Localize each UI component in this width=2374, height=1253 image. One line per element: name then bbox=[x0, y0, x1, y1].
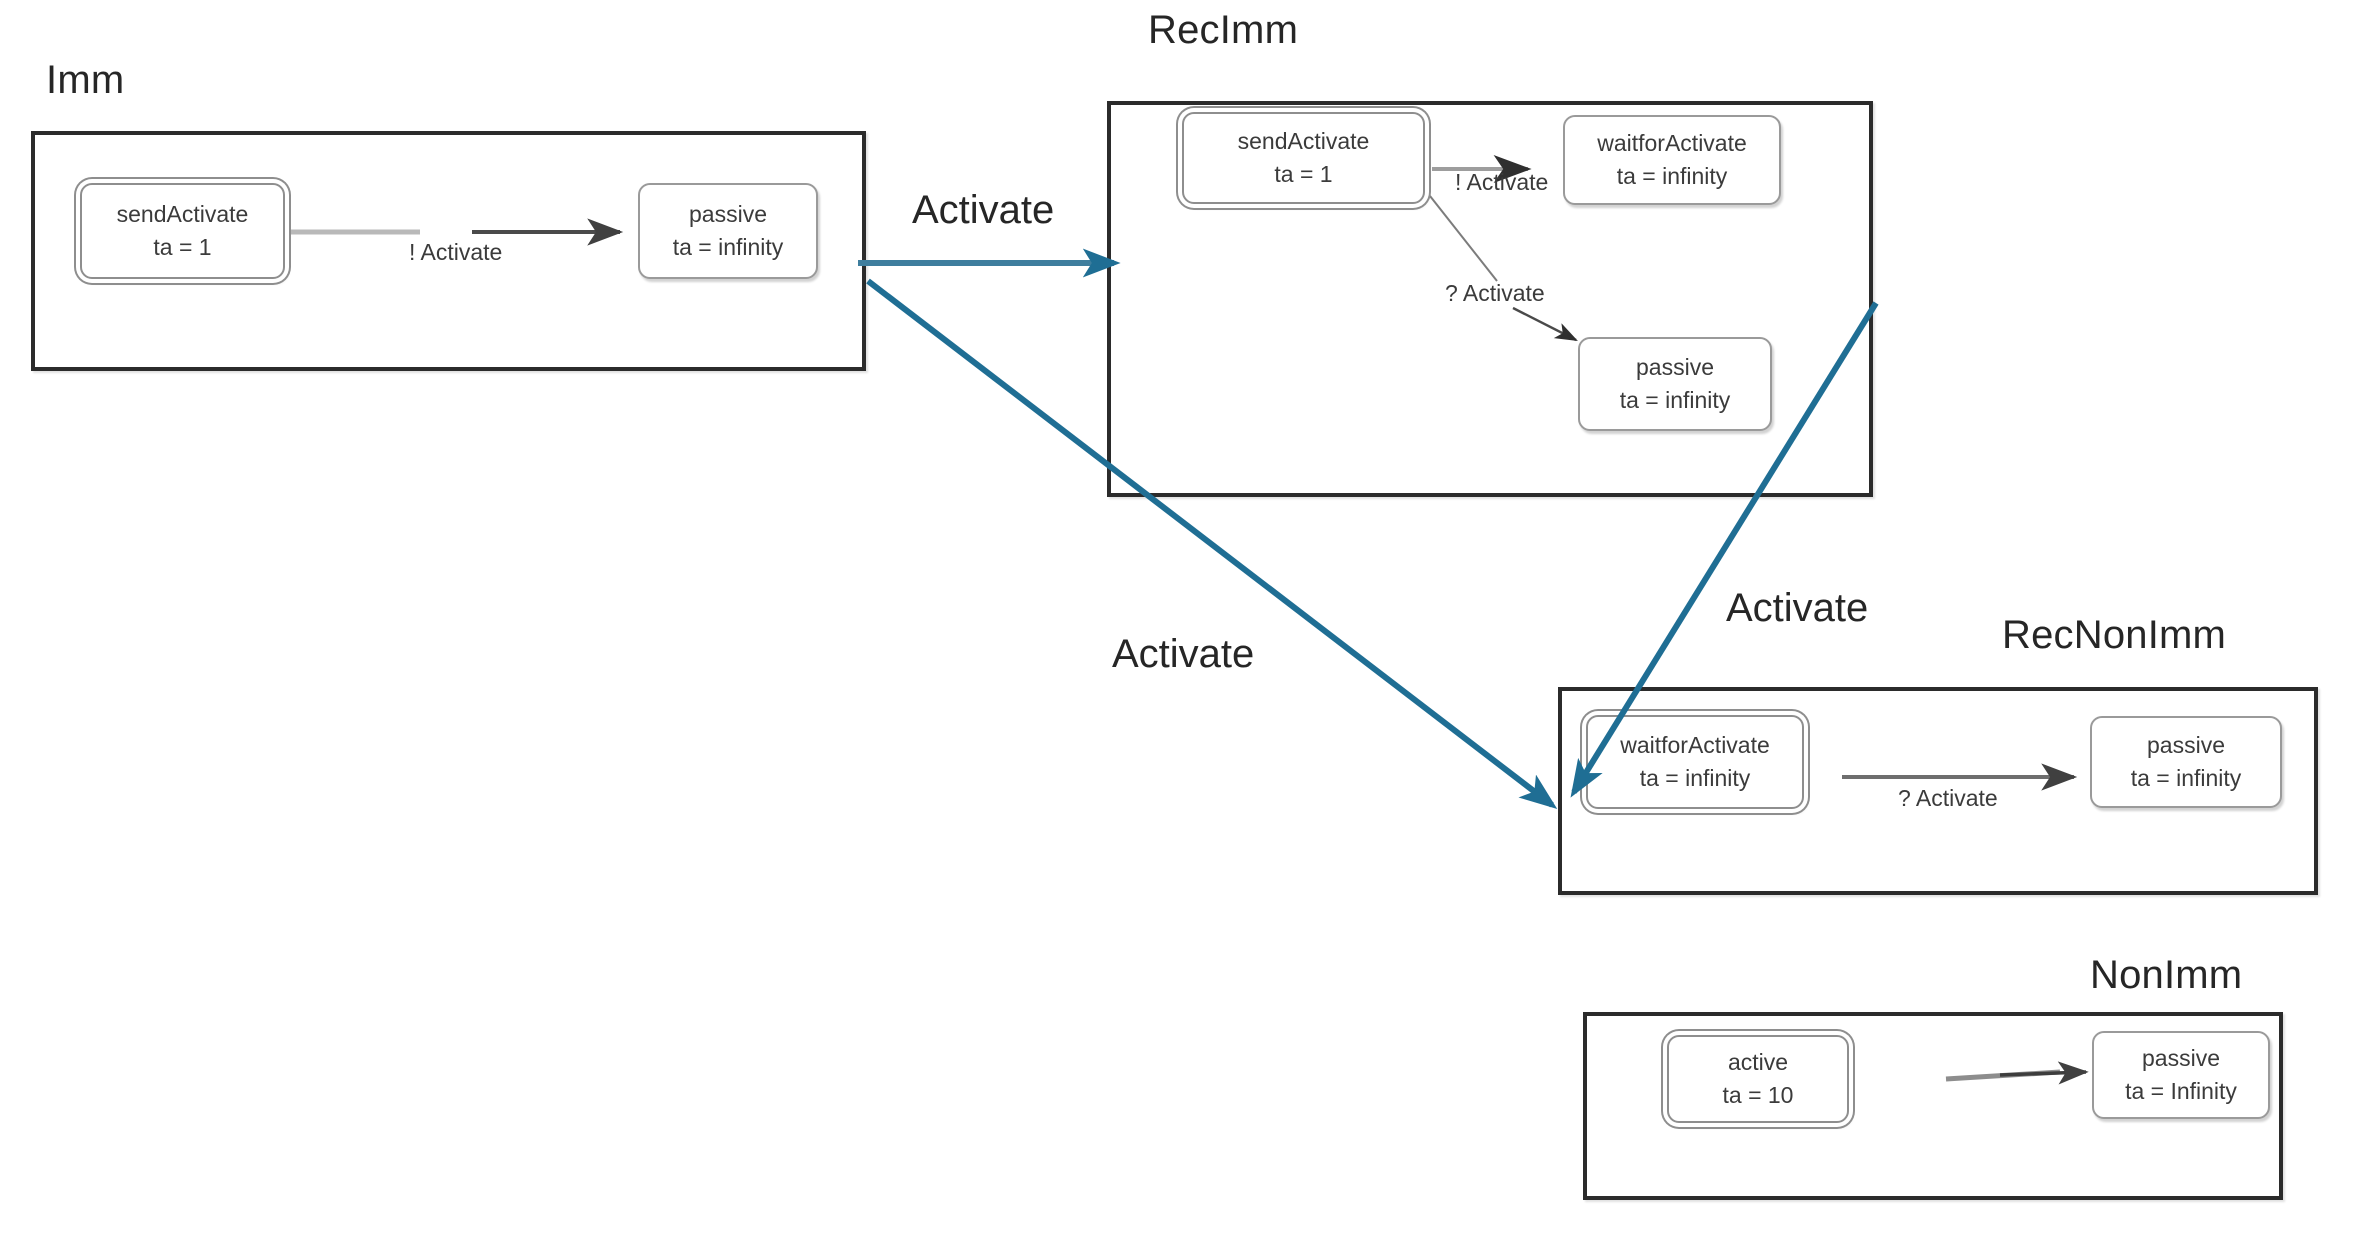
state-name: passive bbox=[2147, 732, 2225, 759]
state-ta: ta = 1 bbox=[153, 234, 212, 260]
caption-imm: Imm bbox=[46, 58, 125, 102]
state-nonimm-passive[interactable]: passive ta = Infinity bbox=[2092, 1031, 2270, 1119]
state-ta: ta = infinity bbox=[1619, 387, 1731, 413]
state-ta: ta = infinity bbox=[2130, 765, 2242, 791]
caption-recimm: RecImm bbox=[1148, 8, 1299, 52]
state-name: sendActivate bbox=[116, 201, 249, 228]
state-recnonimm-passive[interactable]: passive ta = infinity bbox=[2090, 716, 2282, 808]
state-name: waitforActivate bbox=[1597, 130, 1747, 157]
coupling-label-imm-recimm: Activate bbox=[912, 188, 1055, 232]
caption-nonimm: NonImm bbox=[2090, 953, 2243, 997]
state-recimm-waitforactivate[interactable]: waitforActivate ta = infinity bbox=[1563, 115, 1781, 205]
state-imm-passive[interactable]: passive ta = infinity bbox=[638, 183, 818, 279]
state-nonimm-active[interactable]: active ta = 10 bbox=[1667, 1035, 1849, 1123]
state-name: passive bbox=[1636, 354, 1714, 381]
state-recnonimm-waitforactivate[interactable]: waitforActivate ta = infinity bbox=[1586, 715, 1804, 809]
state-ta: ta = infinity bbox=[1616, 163, 1728, 189]
edge-label-recimm-receive-activate: ? Activate bbox=[1445, 280, 1545, 306]
coupling-label-recimm-recnonimm: Activate bbox=[1726, 586, 1869, 630]
state-name: passive bbox=[689, 201, 767, 228]
state-ta: ta = infinity bbox=[672, 234, 784, 260]
caption-recnonimm: RecNonImm bbox=[2002, 613, 2227, 657]
state-ta: ta = 1 bbox=[1274, 161, 1333, 187]
state-ta: ta = Infinity bbox=[2125, 1078, 2237, 1104]
state-recimm-passive[interactable]: passive ta = infinity bbox=[1578, 337, 1772, 431]
state-name: passive bbox=[2142, 1045, 2220, 1072]
state-name: waitforActivate bbox=[1620, 732, 1770, 759]
state-ta: ta = 10 bbox=[1722, 1082, 1794, 1108]
state-name: sendActivate bbox=[1237, 128, 1370, 155]
edge-label-recnonimm-activate: ? Activate bbox=[1898, 785, 1998, 811]
state-ta: ta = infinity bbox=[1639, 765, 1751, 791]
state-name: active bbox=[1727, 1049, 1789, 1076]
edge-label-imm-activate: ! Activate bbox=[409, 239, 503, 265]
state-imm-sendactivate[interactable]: sendActivate ta = 1 bbox=[80, 183, 285, 279]
state-recimm-sendactivate[interactable]: sendActivate ta = 1 bbox=[1182, 112, 1425, 204]
edge-label-recimm-send-activate: ! Activate bbox=[1455, 169, 1549, 195]
coupling-label-imm-recnonimm: Activate bbox=[1112, 632, 1255, 676]
